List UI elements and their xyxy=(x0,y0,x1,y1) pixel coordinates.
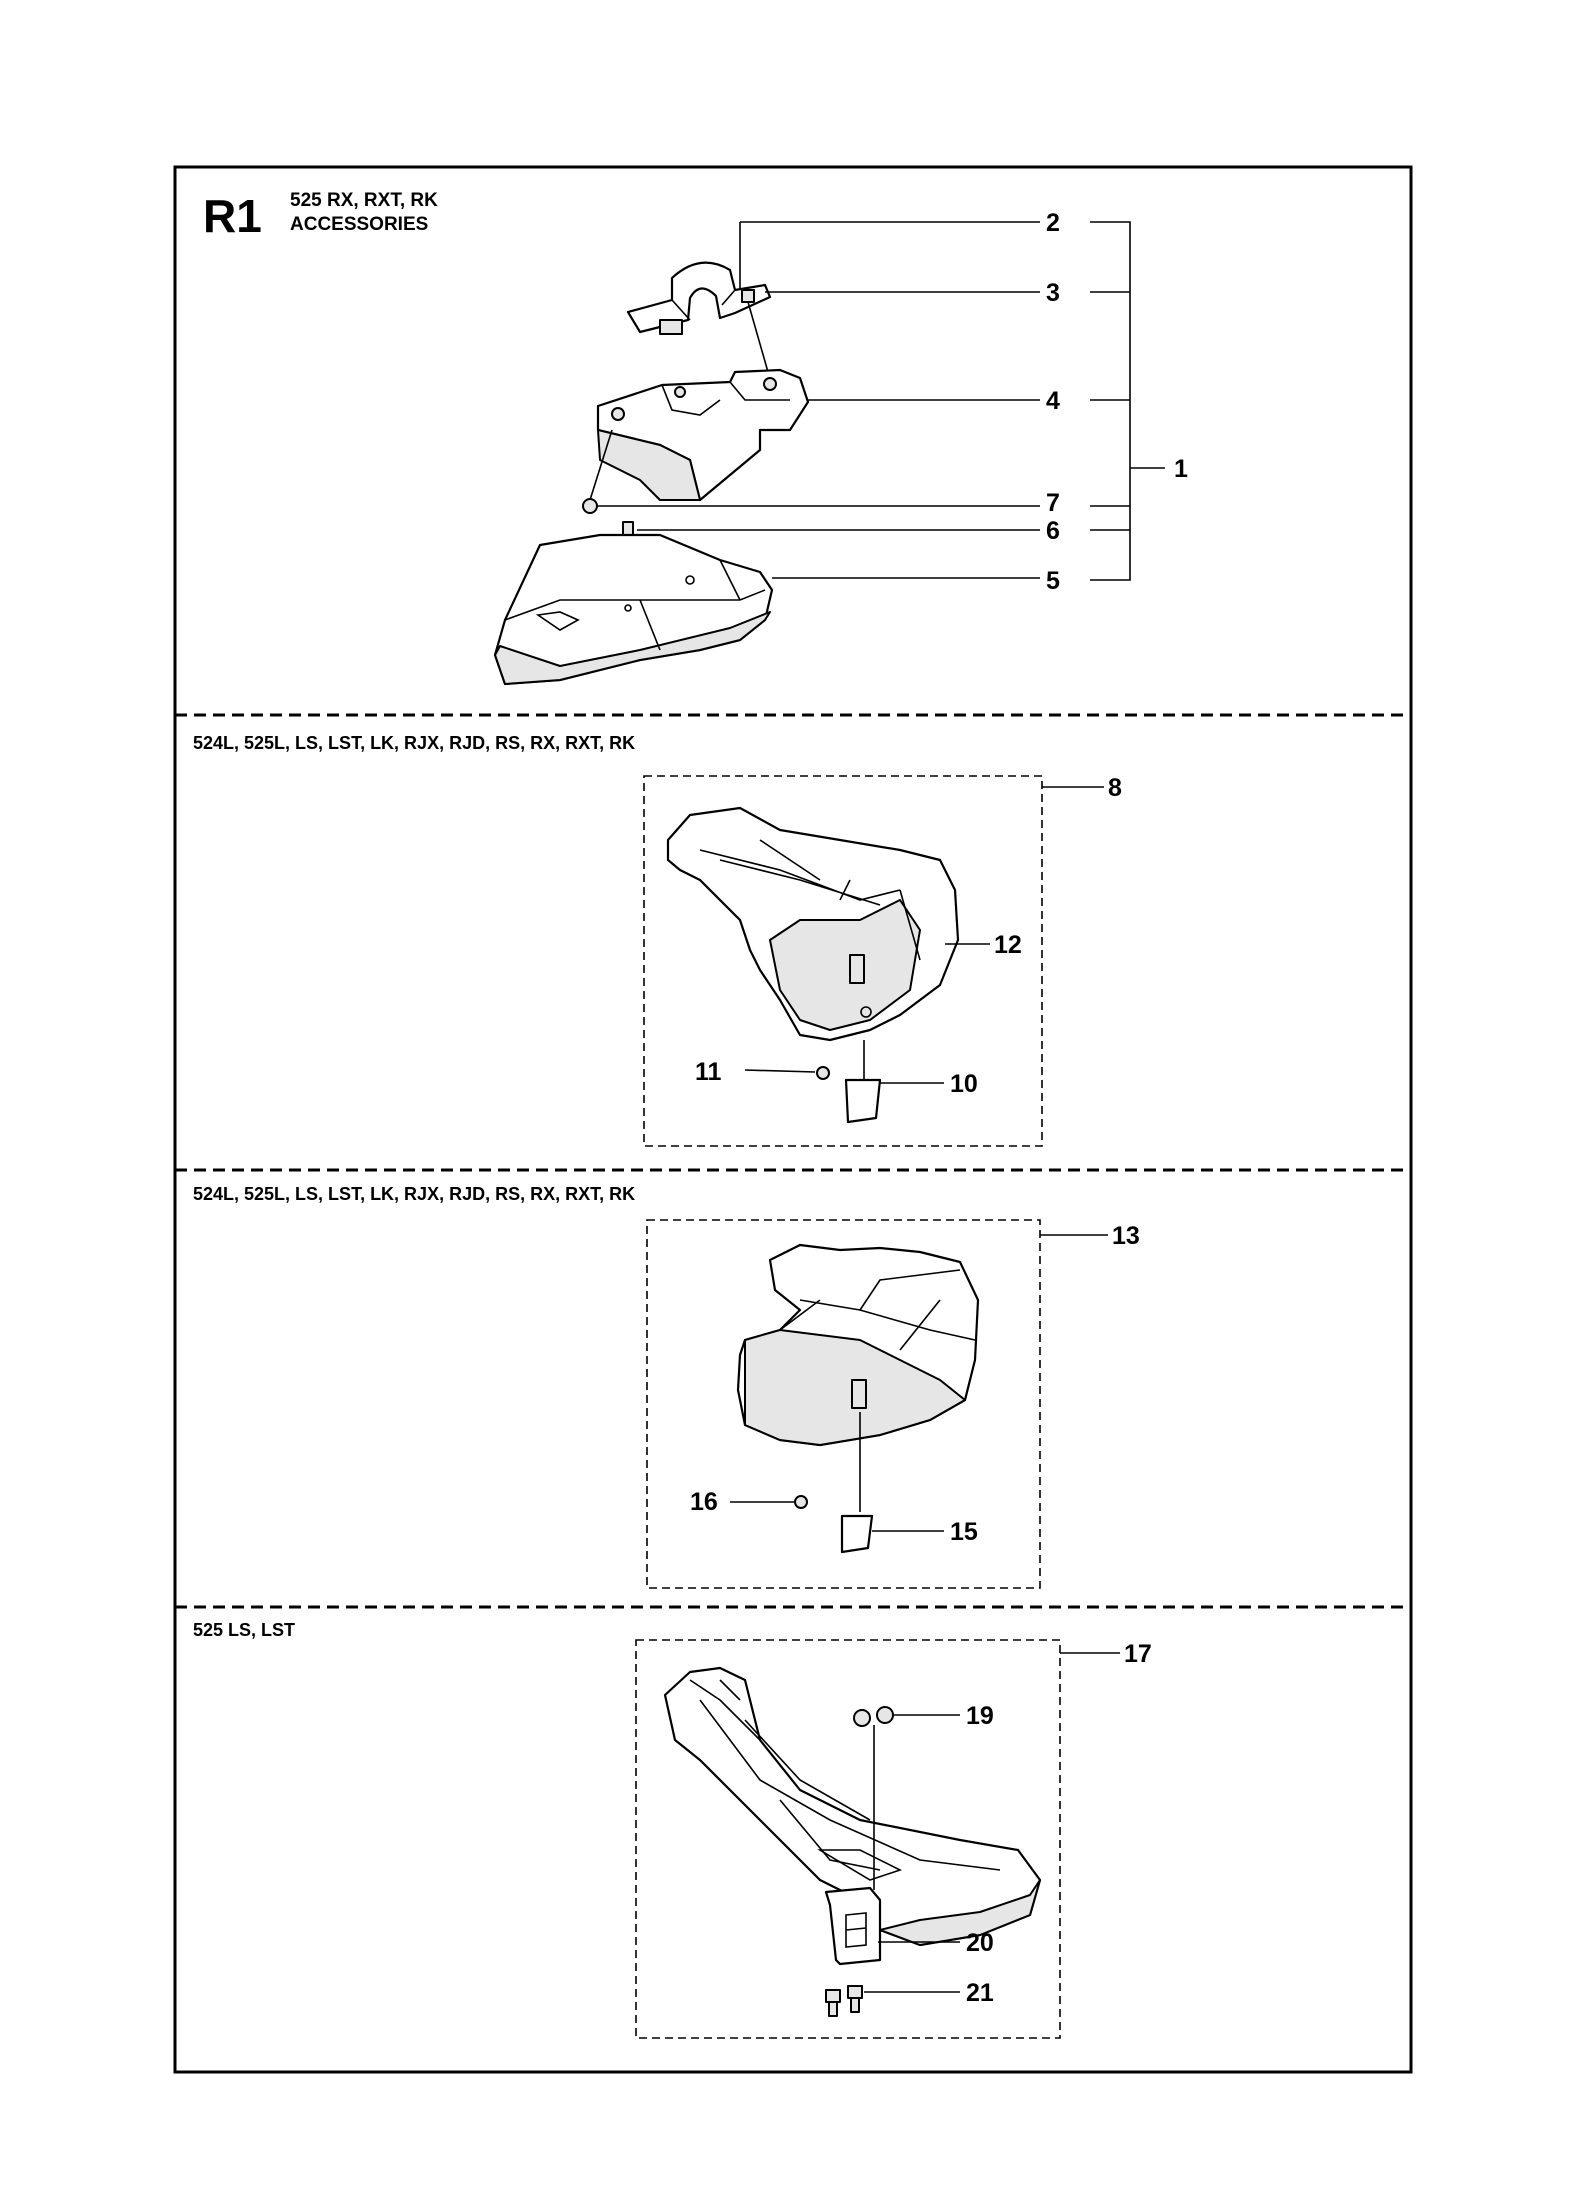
nut-part xyxy=(582,498,598,514)
part-number-12: 12 xyxy=(994,931,1022,959)
plate-part-15 xyxy=(840,1514,874,1554)
section-3-parts: 13 16 15 xyxy=(646,1219,1140,1589)
screw-part-21 xyxy=(825,1985,863,2017)
kit-box-17 xyxy=(635,1639,1061,2039)
part-number-17: 17 xyxy=(1124,1640,1152,1668)
part-number-2: 2 xyxy=(1046,209,1060,237)
part-number-3: 3 xyxy=(1046,279,1060,307)
kit-box-13 xyxy=(646,1219,1041,1589)
part-number-19: 19 xyxy=(966,1702,994,1730)
plate-part-10 xyxy=(844,1078,882,1124)
guard-part-17 xyxy=(663,1666,1042,1947)
washer-part-16 xyxy=(794,1495,808,1509)
guard-part-12 xyxy=(666,806,960,1042)
page-frame xyxy=(173,165,1413,2074)
diagram-code: R1 xyxy=(203,190,262,242)
kit-box-8 xyxy=(643,775,1043,1147)
guard-part-5 xyxy=(493,533,774,686)
part-number-15: 15 xyxy=(950,1518,978,1546)
part-number-16: 16 xyxy=(690,1488,718,1516)
section-4-parts: 17 19 20 21 xyxy=(635,1639,1152,2039)
washer-part-11 xyxy=(816,1066,830,1080)
part-number-6: 6 xyxy=(1046,517,1060,545)
section-label-3: 524L, 525L, LS, LST, LK, RJX, RJD, RS, R… xyxy=(193,1184,635,1204)
part-number-7: 7 xyxy=(1046,489,1060,517)
part-number-21: 21 xyxy=(966,1979,994,2007)
diagram-title: ACCESSORIES xyxy=(290,214,428,235)
section-1-parts: 2 3 4 7 6 5 1 xyxy=(493,209,1188,686)
section-label-2: 524L, 525L, LS, LST, LK, RJX, RJD, RS, R… xyxy=(193,733,635,753)
part-number-10: 10 xyxy=(950,1070,978,1098)
part-number-1: 1 xyxy=(1174,455,1188,483)
bracket-part xyxy=(596,368,810,502)
model-line: 525 RX, RXT, RK xyxy=(290,190,438,211)
clamp-part xyxy=(626,261,772,335)
plate-part-20 xyxy=(824,1886,882,1966)
part-number-13: 13 xyxy=(1112,1222,1140,1250)
part-number-5: 5 xyxy=(1046,567,1060,595)
guard-part-13 xyxy=(736,1243,980,1447)
section-2-parts: 8 12 11 10 xyxy=(643,774,1122,1147)
part-number-20: 20 xyxy=(966,1929,994,1957)
part-number-11: 11 xyxy=(695,1058,722,1086)
part-number-8: 8 xyxy=(1108,774,1122,802)
part-number-4: 4 xyxy=(1046,387,1060,415)
section-label-4: 525 LS, LST xyxy=(193,1620,295,1640)
